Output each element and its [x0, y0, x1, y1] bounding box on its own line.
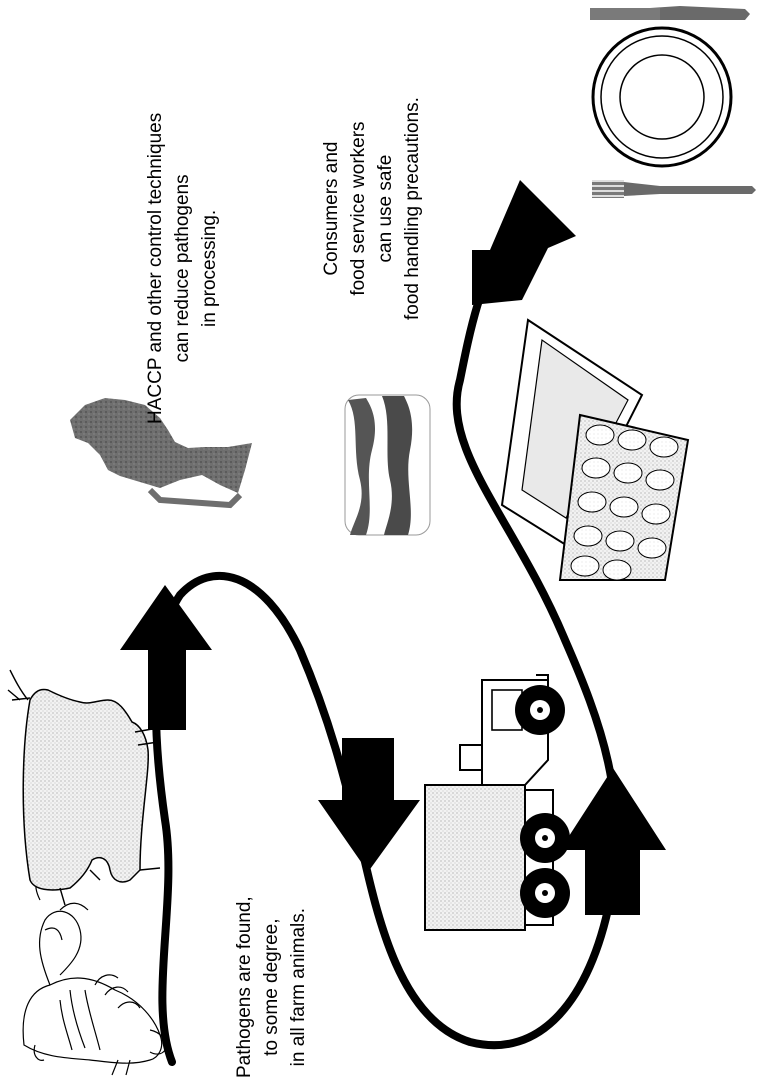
flow-arrow-icon — [560, 768, 666, 915]
farm-label-line-3: in all farm animals. — [285, 896, 312, 1078]
truck-icon — [425, 675, 570, 930]
haccp-label-line-3: in processing. — [196, 113, 223, 424]
consumer-label-line-2: food service workers — [345, 97, 372, 320]
haccp-processing-label: HACCP and other control techniques can r… — [142, 113, 223, 424]
farm-label-line-1: Pathogens are found, — [231, 896, 258, 1078]
consumer-handling-label: Consumers and food service workers can u… — [318, 97, 426, 320]
flow-arrow-icon — [120, 585, 212, 730]
cow-icon — [8, 670, 160, 905]
bacon-icon — [345, 395, 430, 535]
flow-arrow-icon — [472, 180, 576, 305]
rooster-icon — [23, 874, 166, 1075]
farm-pathogens-label: Pathogens are found, to some degree, in … — [231, 896, 312, 1078]
consumer-label-line-4: food handling precautions. — [399, 97, 426, 320]
fork-icon — [592, 180, 756, 198]
consumer-label-line-1: Consumers and — [318, 97, 345, 320]
flow-arrow-icon — [318, 738, 420, 872]
farm-label-line-2: to some degree, — [258, 896, 285, 1078]
egg-carton-icon — [502, 320, 688, 580]
knife-icon — [590, 6, 750, 20]
consumer-label-line-3: can use safe — [372, 97, 399, 320]
plate-icon — [593, 28, 731, 166]
haccp-label-line-2: can reduce pathogens — [169, 113, 196, 424]
haccp-label-line-1: HACCP and other control techniques — [142, 113, 169, 424]
